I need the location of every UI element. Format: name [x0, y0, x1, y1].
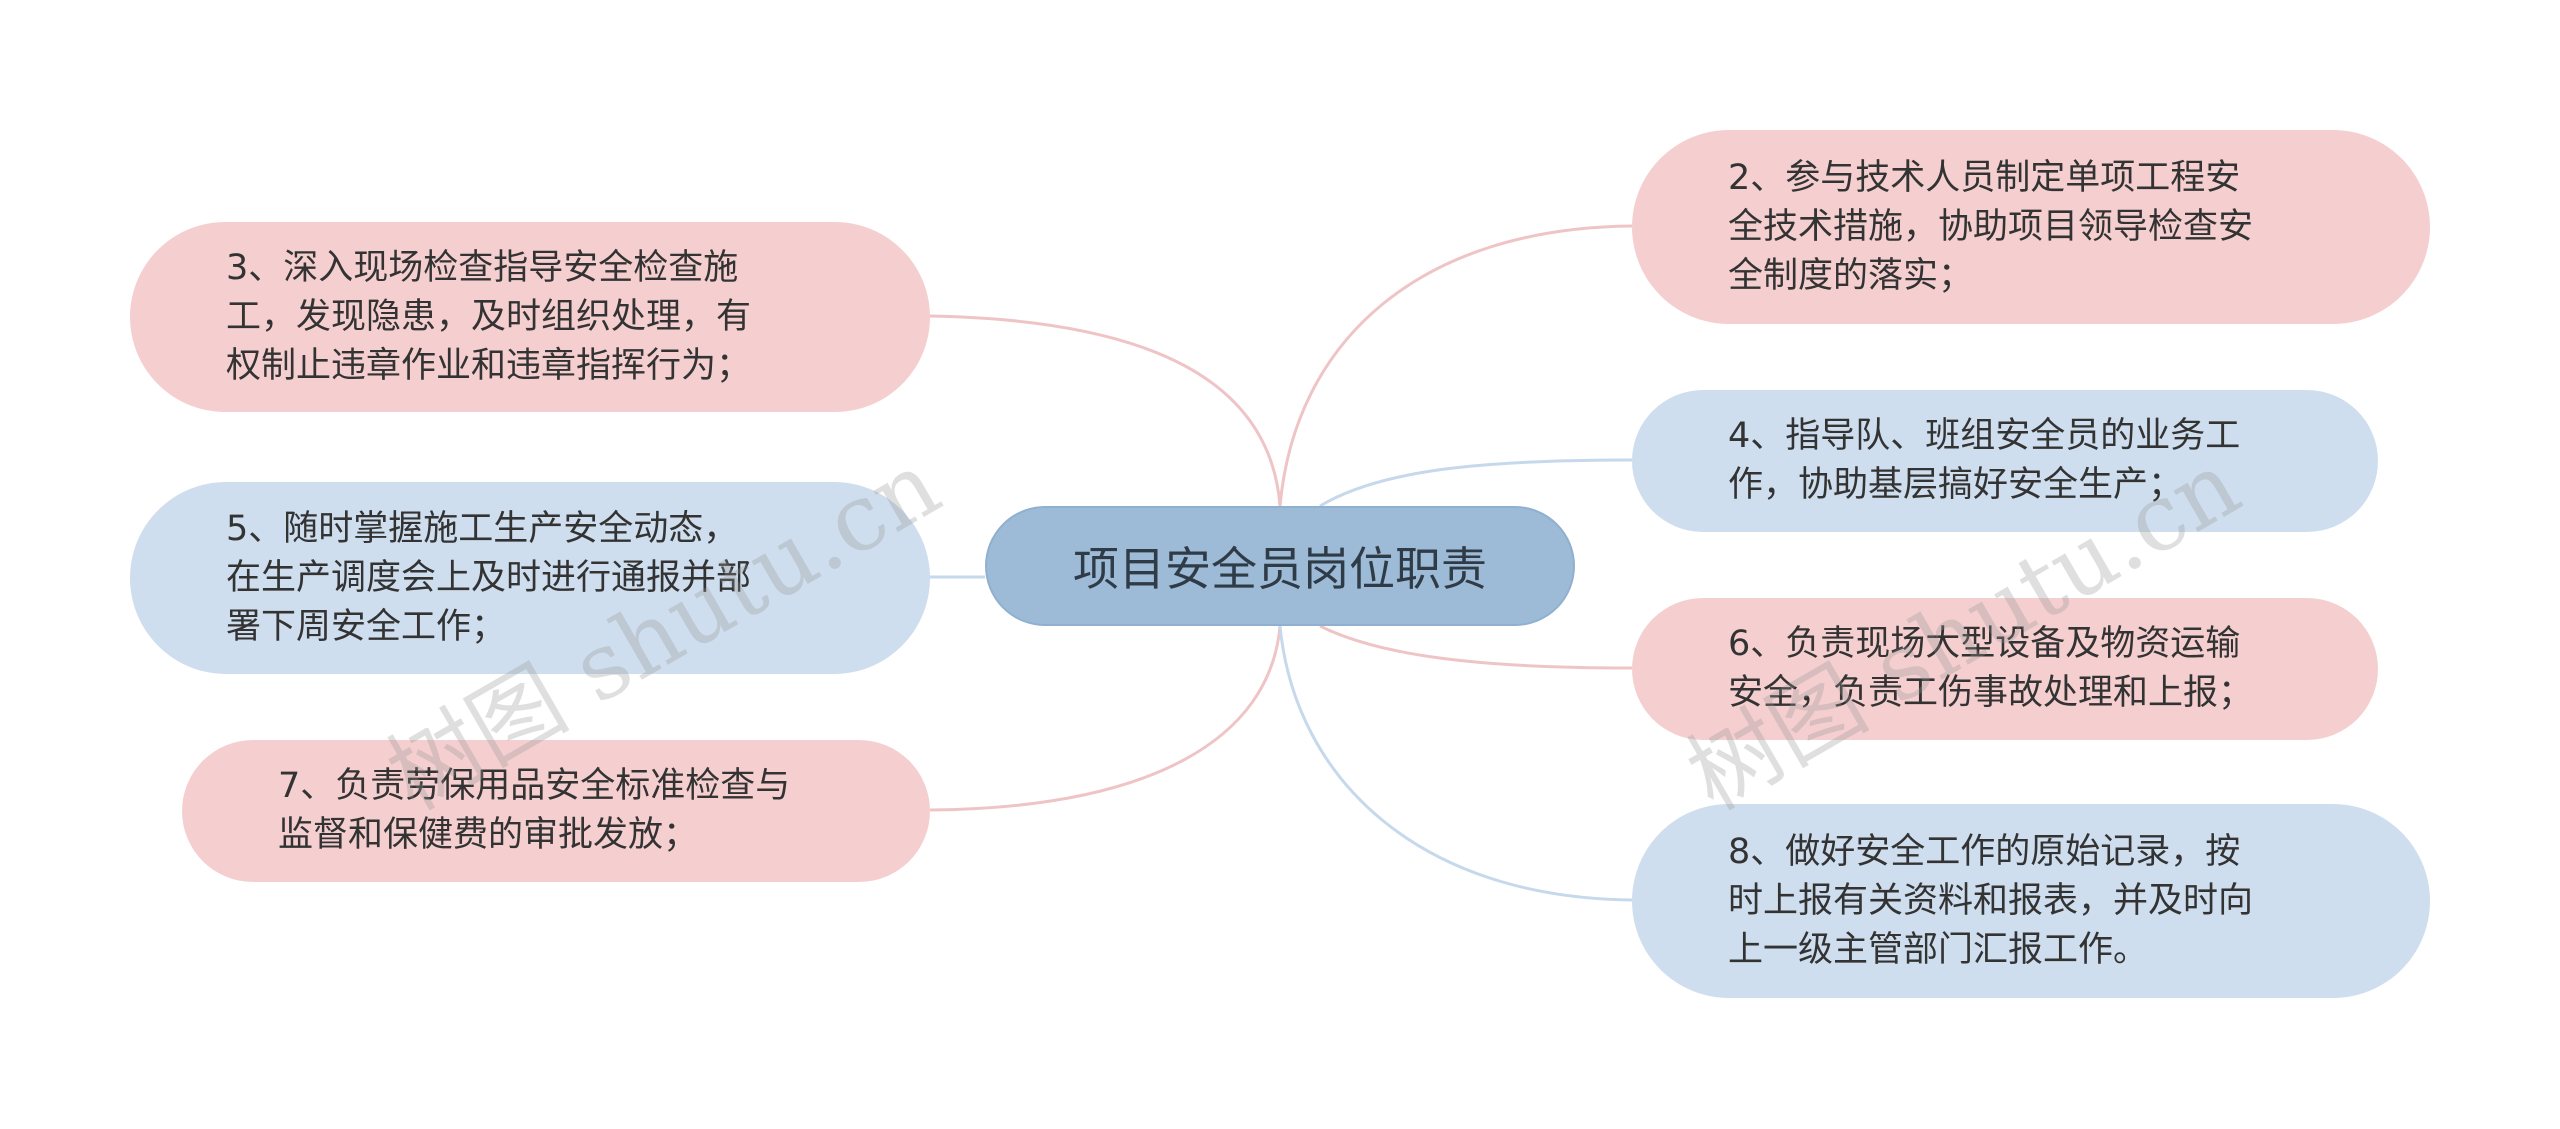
node-6: 6、负责现场大型设备及物资运输 安全，负责工伤事故处理和上报； [1632, 598, 2378, 740]
link-node-3 [929, 314, 1282, 507]
link-node-4 [1319, 458, 1633, 508]
node-5-label: 5、随时掌握施工生产安全动态， 在生产调度会上及时进行通报并部 署下周安全工作； [226, 508, 752, 647]
node-4-label: 4、指导队、班组安全员的业务工 作，协助基层搞好安全生产； [1728, 416, 2241, 505]
link-node-6 [1319, 624, 1633, 670]
node-5: 5、随时掌握施工生产安全动态， 在生产调度会上及时进行通报并部 署下周安全工作； [130, 482, 930, 674]
link-node-8 [1278, 625, 1633, 902]
node-8: 8、做好安全工作的原始记录，按 时上报有关资料和报表，并及时向 上一级主管部门汇… [1632, 804, 2430, 998]
node-8-label: 8、做好安全工作的原始记录，按 时上报有关资料和报表，并及时向 上一级主管部门汇… [1728, 831, 2254, 970]
central-topic: 项目安全员岗位职责 [985, 506, 1575, 626]
node-2-label: 2、参与技术人员制定单项工程安 全技术措施，协助项目领导检查安 全制度的落实； [1728, 157, 2254, 296]
node-3-label: 3、深入现场检查指导安全检查施 工，发现隐患，及时组织处理，有 权制止违章作业和… [226, 247, 752, 386]
node-3: 3、深入现场检查指导安全检查施 工，发现隐患，及时组织处理，有 权制止违章作业和… [130, 222, 930, 412]
link-node-2 [1278, 224, 1633, 507]
central-topic-label: 项目安全员岗位职责 [1073, 542, 1487, 596]
node-2: 2、参与技术人员制定单项工程安 全技术措施，协助项目领导检查安 全制度的落实； [1632, 130, 2430, 324]
node-4: 4、指导队、班组安全员的业务工 作，协助基层搞好安全生产； [1632, 390, 2378, 532]
node-6-label: 6、负责现场大型设备及物资运输 安全，负责工伤事故处理和上报； [1728, 624, 2254, 713]
node-7-label: 7、负责劳保用品安全标准检查与 监督和保健费的审批发放； [278, 766, 791, 855]
link-node-7 [929, 625, 1282, 812]
node-7: 7、负责劳保用品安全标准检查与 监督和保健费的审批发放； [182, 740, 930, 882]
